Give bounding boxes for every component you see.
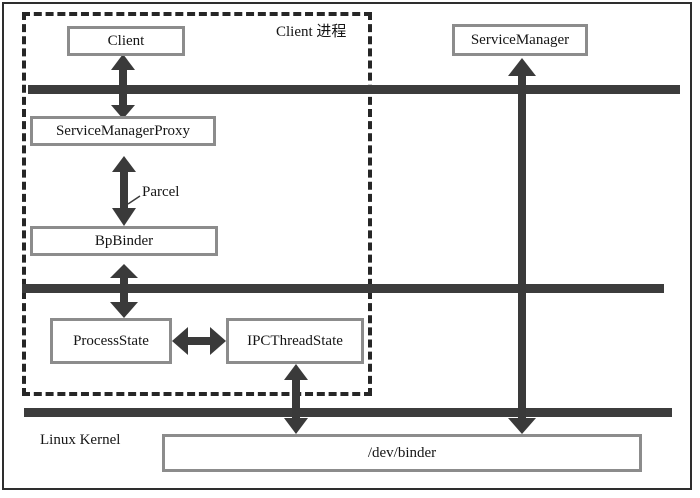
parcel-leader-line: [127, 195, 141, 205]
arrow-servicemanager-devbinder: [508, 58, 536, 434]
service-manager-proxy-label: ServiceManagerProxy: [55, 122, 191, 139]
bp-binder-label: BpBinder: [94, 232, 154, 249]
client-process-boundary: [22, 12, 372, 396]
layer-bar-middle: [22, 284, 664, 293]
layer-bar-bottom: [24, 408, 672, 417]
process-state-label: ProcessState: [73, 332, 149, 349]
ipc-thread-state-box: IPCThreadState: [226, 318, 364, 364]
client-label: Client: [107, 32, 145, 49]
service-manager-box: ServiceManager: [452, 24, 588, 56]
arrow-processstate-ipc: [172, 327, 226, 355]
dev-binder-box: /dev/binder: [162, 434, 642, 472]
arrow-ipc-devbinder: [284, 364, 308, 434]
service-manager-label: ServiceManager: [470, 31, 570, 48]
arrow-proxy-bpbinder: [112, 156, 136, 226]
layer-bar-top: [28, 85, 680, 94]
ipc-thread-state-label: IPCThreadState: [247, 332, 343, 349]
arrow-bpbinder-processstate: [110, 264, 138, 318]
parcel-label: Parcel: [142, 184, 180, 200]
bp-binder-box: BpBinder: [30, 226, 218, 256]
linux-kernel-label: Linux Kernel: [40, 432, 121, 448]
arrow-client-proxy: [111, 54, 135, 119]
process-state-box: ProcessState: [50, 318, 172, 364]
dev-binder-label: /dev/binder: [367, 444, 437, 461]
client-box: Client: [67, 26, 185, 56]
service-manager-proxy-box: ServiceManagerProxy: [30, 116, 216, 146]
client-process-label: Client 进程: [276, 24, 347, 40]
diagram-frame: [2, 2, 692, 490]
